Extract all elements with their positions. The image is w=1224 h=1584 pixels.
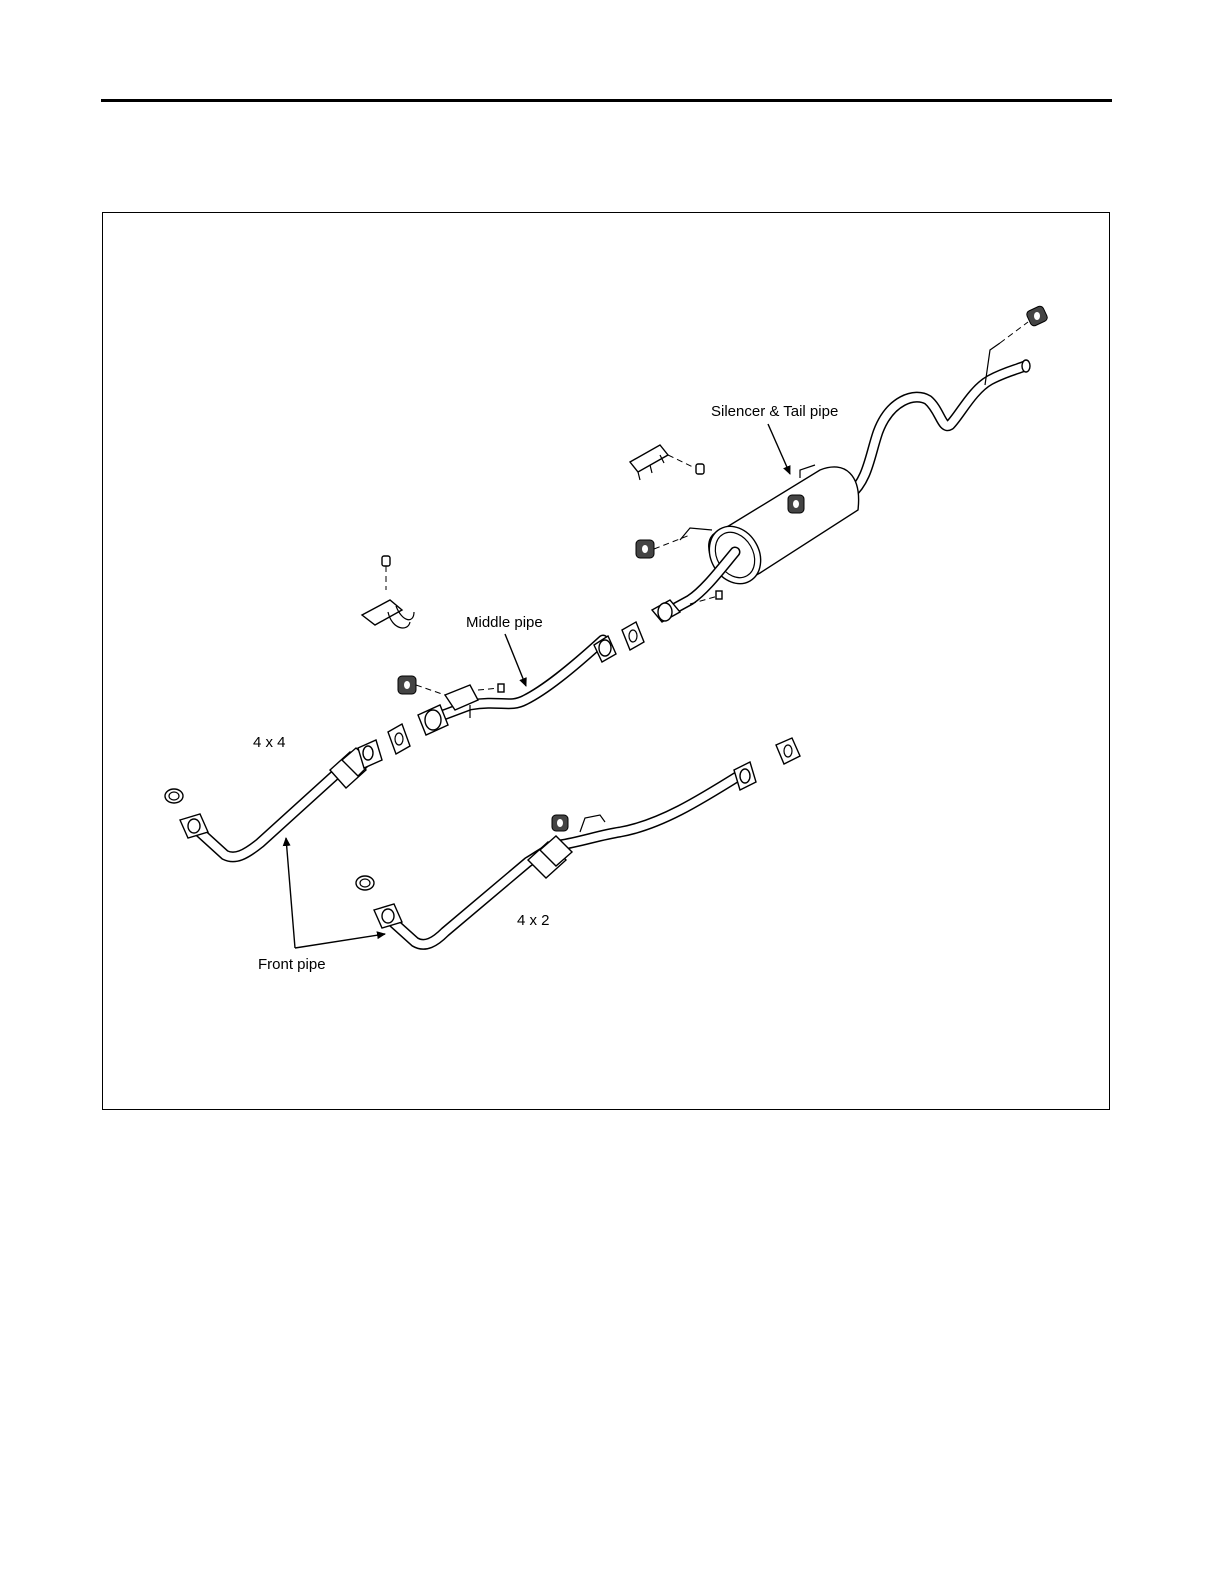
front-pipe-4x2-rear-flange [734,762,756,790]
middle-pipe-assembly [362,556,644,754]
rubber-mount-icon [398,676,416,694]
rubber-mount-icon [636,540,654,558]
front-pipe-leader-arrow-4x2 [295,934,385,948]
silencer-leader-arrow [768,424,790,474]
mounting-bracket [630,445,704,480]
tail-pipe-outlet [1022,360,1030,372]
front-pipe-4x4 [165,740,382,857]
gasket-icon [776,738,800,764]
middle-pipe-leader-arrow [505,634,526,686]
label-4x4: 4 x 4 [253,734,286,751]
gasket-ring-icon [356,876,374,890]
label-front-pipe: Front pipe [258,956,326,973]
label-middle-pipe: Middle pipe [466,614,543,631]
label-silencer-tail-pipe: Silencer & Tail pipe [711,403,838,420]
silencer-tail-pipe-assembly [630,305,1049,622]
front-pipe-leader-arrow-4x4 [286,838,295,948]
gasket-icon [388,724,410,754]
rubber-mount-icon [1025,305,1048,327]
gasket-icon [622,622,644,650]
rubber-mount-icon [552,815,568,831]
rubber-mount-icon [788,495,804,513]
gasket-ring-icon [165,789,183,803]
mounting-bracket [362,556,414,628]
label-4x2: 4 x 2 [517,912,550,929]
front-pipe-4x2 [356,738,800,944]
